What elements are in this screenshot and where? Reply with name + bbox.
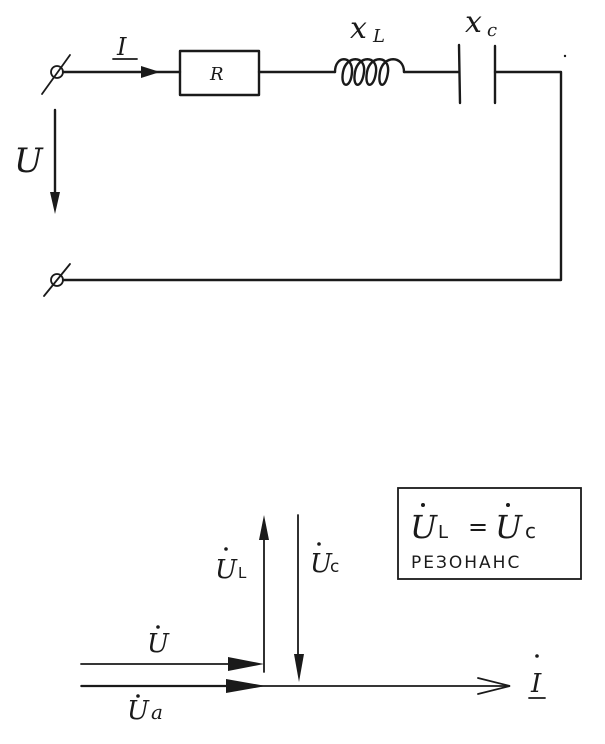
phasor-u-label: U <box>147 629 170 659</box>
capacitor-label: x <box>465 5 482 40</box>
voltage-label: U <box>14 141 44 181</box>
phasor-u-label-group: U <box>147 625 170 659</box>
capacitor <box>457 43 497 105</box>
phasor-ua-label: U <box>127 696 150 726</box>
phasor-ul-label-subscript: L <box>238 564 247 582</box>
inductor-label: x <box>350 11 367 46</box>
phasor-ul-label-group: U L <box>215 547 247 585</box>
series-rlc-circuit: I R x L x c U <box>14 5 567 297</box>
resonance-caption: РЕЗОНАНС <box>411 553 521 573</box>
resonance-note-box: U L = U c РЕЗОНАНС <box>397 487 582 580</box>
phasor-current-label-group: I <box>528 654 546 699</box>
top-terminal <box>41 54 71 95</box>
inductor-label-subscript: L <box>372 26 385 47</box>
current-axis-arrow-head <box>477 677 511 695</box>
current-label: I <box>116 33 127 61</box>
equation-right: U <box>495 508 523 546</box>
capacitor-label-group: x c <box>465 5 497 41</box>
phasor-ua-label-group: U a <box>127 694 163 726</box>
voltage-ua-arrow-head <box>226 679 266 693</box>
phasor-uc-label-subscript: c <box>330 557 339 577</box>
phasor-ua-label-subscript: a <box>151 700 163 724</box>
equation-right-subscript: c <box>525 519 536 543</box>
equation-sign: = <box>468 513 488 541</box>
current-arrow-head <box>141 66 160 78</box>
note-box-frame <box>397 487 582 580</box>
wire-right-loop <box>61 70 563 282</box>
phasor-uc-label: U <box>310 549 333 579</box>
voltage-uc-arrow-head <box>294 654 304 682</box>
current-label-group: I <box>112 33 138 61</box>
inductor-coil <box>333 58 406 86</box>
inductor-label-group: x L <box>350 11 385 47</box>
equation-left: U <box>410 508 438 546</box>
phasor-ul-label: U <box>215 555 238 585</box>
voltage-arrow <box>50 108 60 214</box>
voltage-ul-arrow-head <box>259 515 269 540</box>
phasor-uc-label-group: U c <box>310 542 339 579</box>
resonance-equation: U L = U c <box>410 503 536 546</box>
phasor-diagram: I U U a U L U c <box>80 514 546 726</box>
phasor-current-label: I <box>530 669 542 699</box>
equation-left-subscript: L <box>438 522 448 543</box>
voltage-u-arrow-head <box>228 657 264 671</box>
capacitor-label-subscript: c <box>487 20 497 41</box>
resistor-label: R <box>209 64 224 85</box>
